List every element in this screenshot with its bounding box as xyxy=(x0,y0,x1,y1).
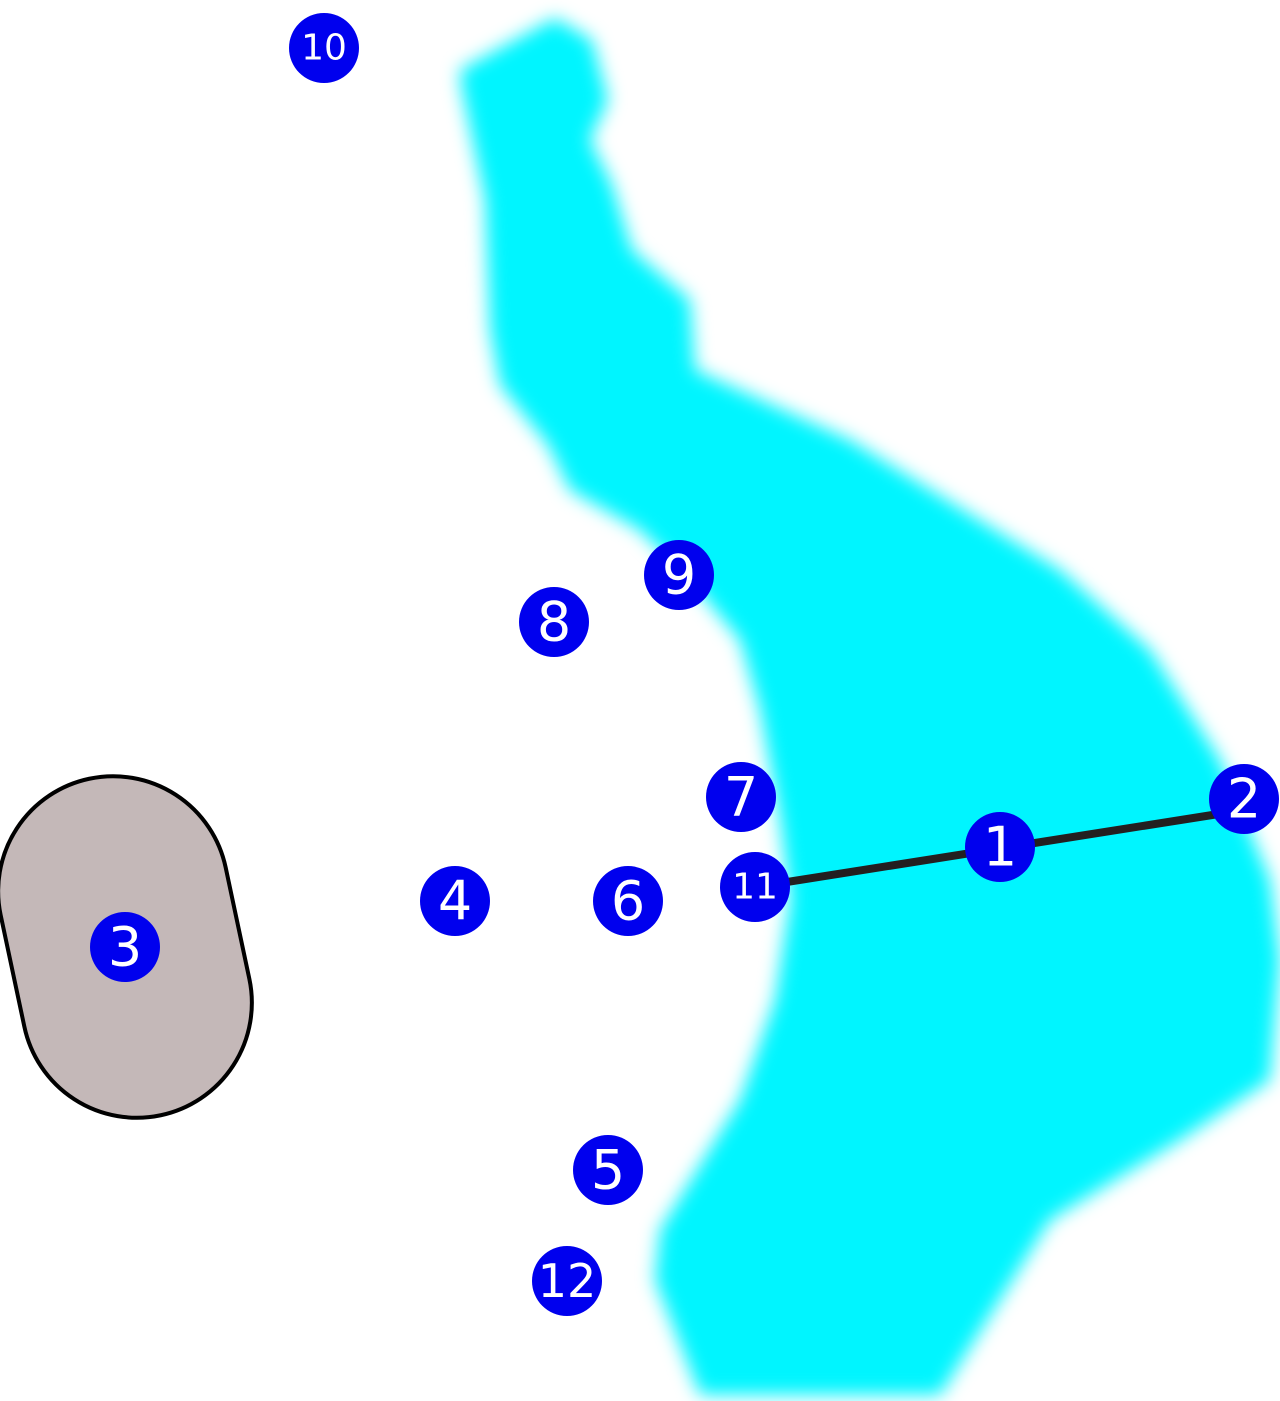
marker-9-label: 9 xyxy=(662,544,696,607)
marker-6-label: 6 xyxy=(611,870,645,933)
marker-8-dot xyxy=(519,587,589,657)
marker-1-label: 1 xyxy=(983,816,1017,879)
marker-7-label: 7 xyxy=(724,766,758,829)
marker-5-label: 5 xyxy=(591,1139,625,1202)
marker-6-dot xyxy=(593,866,663,936)
marker-10[interactable]: 10 xyxy=(289,13,359,83)
marker-8-label: 8 xyxy=(537,591,571,654)
marker-6[interactable]: 6 xyxy=(593,866,663,936)
marker-3-dot xyxy=(90,912,160,982)
marker-7-dot xyxy=(706,762,776,832)
marker-10-label: 10 xyxy=(301,28,347,69)
marker-1-dot xyxy=(965,812,1035,882)
marker-2-label: 2 xyxy=(1227,768,1261,831)
marker-4-label: 4 xyxy=(438,870,472,933)
marker-3-label: 3 xyxy=(108,916,142,979)
marker-12-label: 12 xyxy=(538,1254,597,1308)
marker-8[interactable]: 8 xyxy=(519,587,589,657)
marker-2[interactable]: 2 xyxy=(1209,764,1279,834)
marker-11[interactable]: 11 xyxy=(720,852,790,922)
marker-12-dot xyxy=(532,1246,602,1316)
marker-4[interactable]: 4 xyxy=(420,866,490,936)
marker-5[interactable]: 5 xyxy=(573,1135,643,1205)
marker-9[interactable]: 9 xyxy=(644,540,714,610)
marker-1[interactable]: 1 xyxy=(965,812,1035,882)
marker-3[interactable]: 3 xyxy=(90,912,160,982)
marker-11-label: 11 xyxy=(732,867,778,908)
marker-10-dot xyxy=(289,13,359,83)
marker-12[interactable]: 12 xyxy=(532,1246,602,1316)
marker-9-dot xyxy=(644,540,714,610)
marker-5-dot xyxy=(573,1135,643,1205)
water-area xyxy=(460,18,1280,1395)
marker-7[interactable]: 7 xyxy=(706,762,776,832)
marker-4-dot xyxy=(420,866,490,936)
marker-11-dot xyxy=(720,852,790,922)
marker-2-dot xyxy=(1209,764,1279,834)
